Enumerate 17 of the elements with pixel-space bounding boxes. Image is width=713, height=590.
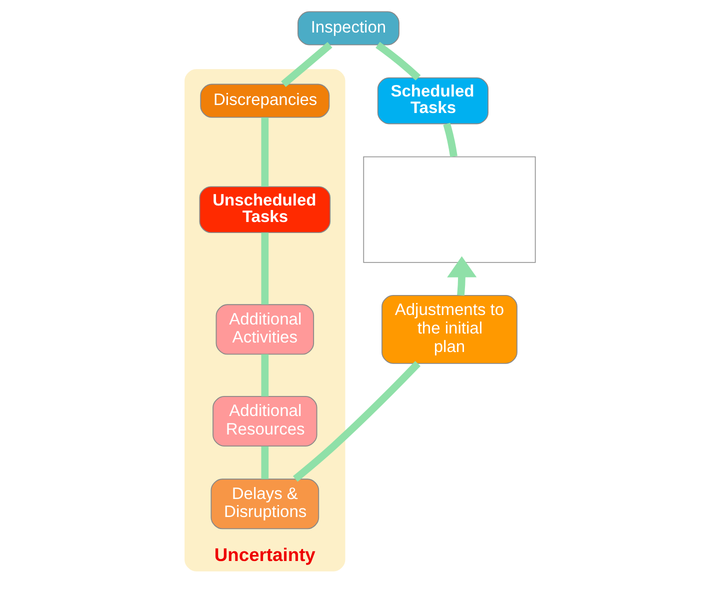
connector	[261, 354, 269, 396]
node-box: Delays & Disruptions	[210, 478, 320, 530]
node-box	[363, 156, 536, 263]
node-box: Unscheduled Tasks	[199, 186, 331, 234]
node-box: Inspection	[298, 11, 400, 46]
connector	[376, 42, 421, 80]
connector	[292, 361, 420, 482]
connector	[443, 122, 458, 158]
connector	[261, 446, 269, 480]
node-box: Discrepancies	[200, 84, 330, 118]
connector	[261, 118, 269, 186]
node-box: Additional Activities	[216, 304, 314, 355]
arrow	[447, 256, 477, 296]
node-box: Scheduled Tasks	[377, 77, 488, 124]
node-box: Additional Resources	[212, 396, 318, 446]
node-box: Adjustments to the initial plan	[382, 295, 518, 364]
connector	[261, 232, 269, 304]
